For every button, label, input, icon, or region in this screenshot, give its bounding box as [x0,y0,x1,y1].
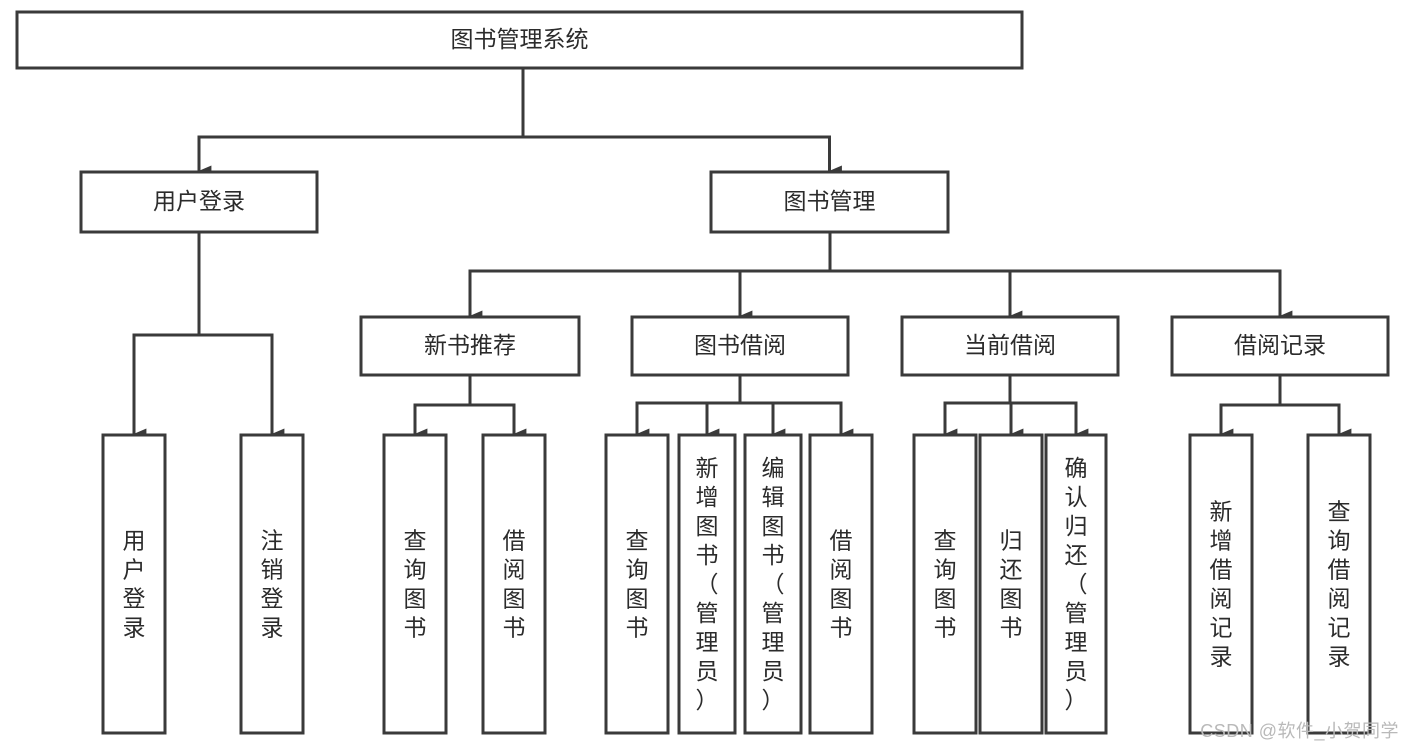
node-leaf-10[interactable]: 归还图书 [978,433,1044,735]
node-leaf-8[interactable]: 借阅图书 [808,433,874,735]
node-box[interactable] [1306,433,1372,735]
node-box[interactable] [604,433,670,735]
node-label: 图书借阅 [694,332,786,358]
node-box[interactable] [101,433,167,735]
node-label: 新书推荐 [424,332,516,358]
node-box[interactable] [79,170,319,234]
node-box[interactable] [900,315,1120,377]
node-label: 新增借阅记录 [1210,499,1233,670]
node-box[interactable] [1188,433,1254,735]
node-boxes: 图书管理系统用户登录图书管理新书推荐图书借阅当前借阅借阅记录用户登录注销登录查询… [15,10,1390,735]
node-box[interactable] [630,315,850,377]
node-label: 用户登录 [153,188,245,214]
node-login[interactable]: 用户登录 [79,170,319,234]
node-leaf-13[interactable]: 查询借阅记录 [1306,433,1372,735]
node-box[interactable] [978,433,1044,735]
node-box[interactable] [15,10,1024,70]
node-leaf-7[interactable]: 编辑图书（管理员） [743,433,803,735]
node-box[interactable] [1170,315,1390,377]
node-box[interactable] [677,433,737,735]
node-records[interactable]: 借阅记录 [1170,315,1390,377]
node-label: 新增图书（管理员） [696,455,719,713]
node-label: 借阅图书 [830,528,853,641]
node-label: 查询借阅记录 [1328,499,1351,670]
node-label: 借阅图书 [503,528,526,641]
node-leaf-11[interactable]: 确认归还（管理员） [1044,433,1108,735]
node-box[interactable] [239,433,305,735]
connector-lines [132,66,1352,440]
node-box[interactable] [912,433,978,735]
node-borrow[interactable]: 图书借阅 [630,315,850,377]
node-label: 查询图书 [404,528,427,641]
node-leaf-6[interactable]: 新增图书（管理员） [677,433,737,735]
node-leaf-5[interactable]: 查询图书 [604,433,670,735]
node-leaf-9[interactable]: 查询图书 [912,433,978,735]
node-label: 查询图书 [934,528,957,641]
node-label: 查询图书 [626,528,649,641]
node-label: 当前借阅 [964,332,1056,358]
node-label: 用户登录 [123,528,146,641]
node-label: 图书管理 [784,188,876,214]
node-box[interactable] [709,170,950,234]
node-newbook[interactable]: 新书推荐 [359,315,581,377]
node-leaf-2[interactable]: 注销登录 [239,433,305,735]
node-leaf-12[interactable]: 新增借阅记录 [1188,433,1254,735]
node-leaf-3[interactable]: 查询图书 [382,433,448,735]
csdn-watermark: CSDN @软件_小贺同学 [1200,721,1399,741]
node-bookmgmt[interactable]: 图书管理 [709,170,950,234]
node-root[interactable]: 图书管理系统 [15,10,1024,70]
node-label: 编辑图书（管理员） [762,455,785,713]
node-box[interactable] [743,433,803,735]
node-label: 确认归还（管理员） [1065,455,1088,713]
node-box[interactable] [382,433,448,735]
node-leaf-1[interactable]: 用户登录 [101,433,167,735]
node-box[interactable] [808,433,874,735]
node-box[interactable] [1044,433,1108,735]
node-box[interactable] [481,433,547,735]
node-label: 归还图书 [1000,528,1023,641]
node-current[interactable]: 当前借阅 [900,315,1120,377]
node-label: 图书管理系统 [451,26,589,52]
node-box[interactable] [359,315,581,377]
node-label: 借阅记录 [1234,332,1326,358]
node-leaf-4[interactable]: 借阅图书 [481,433,547,735]
node-label: 注销登录 [261,528,284,641]
